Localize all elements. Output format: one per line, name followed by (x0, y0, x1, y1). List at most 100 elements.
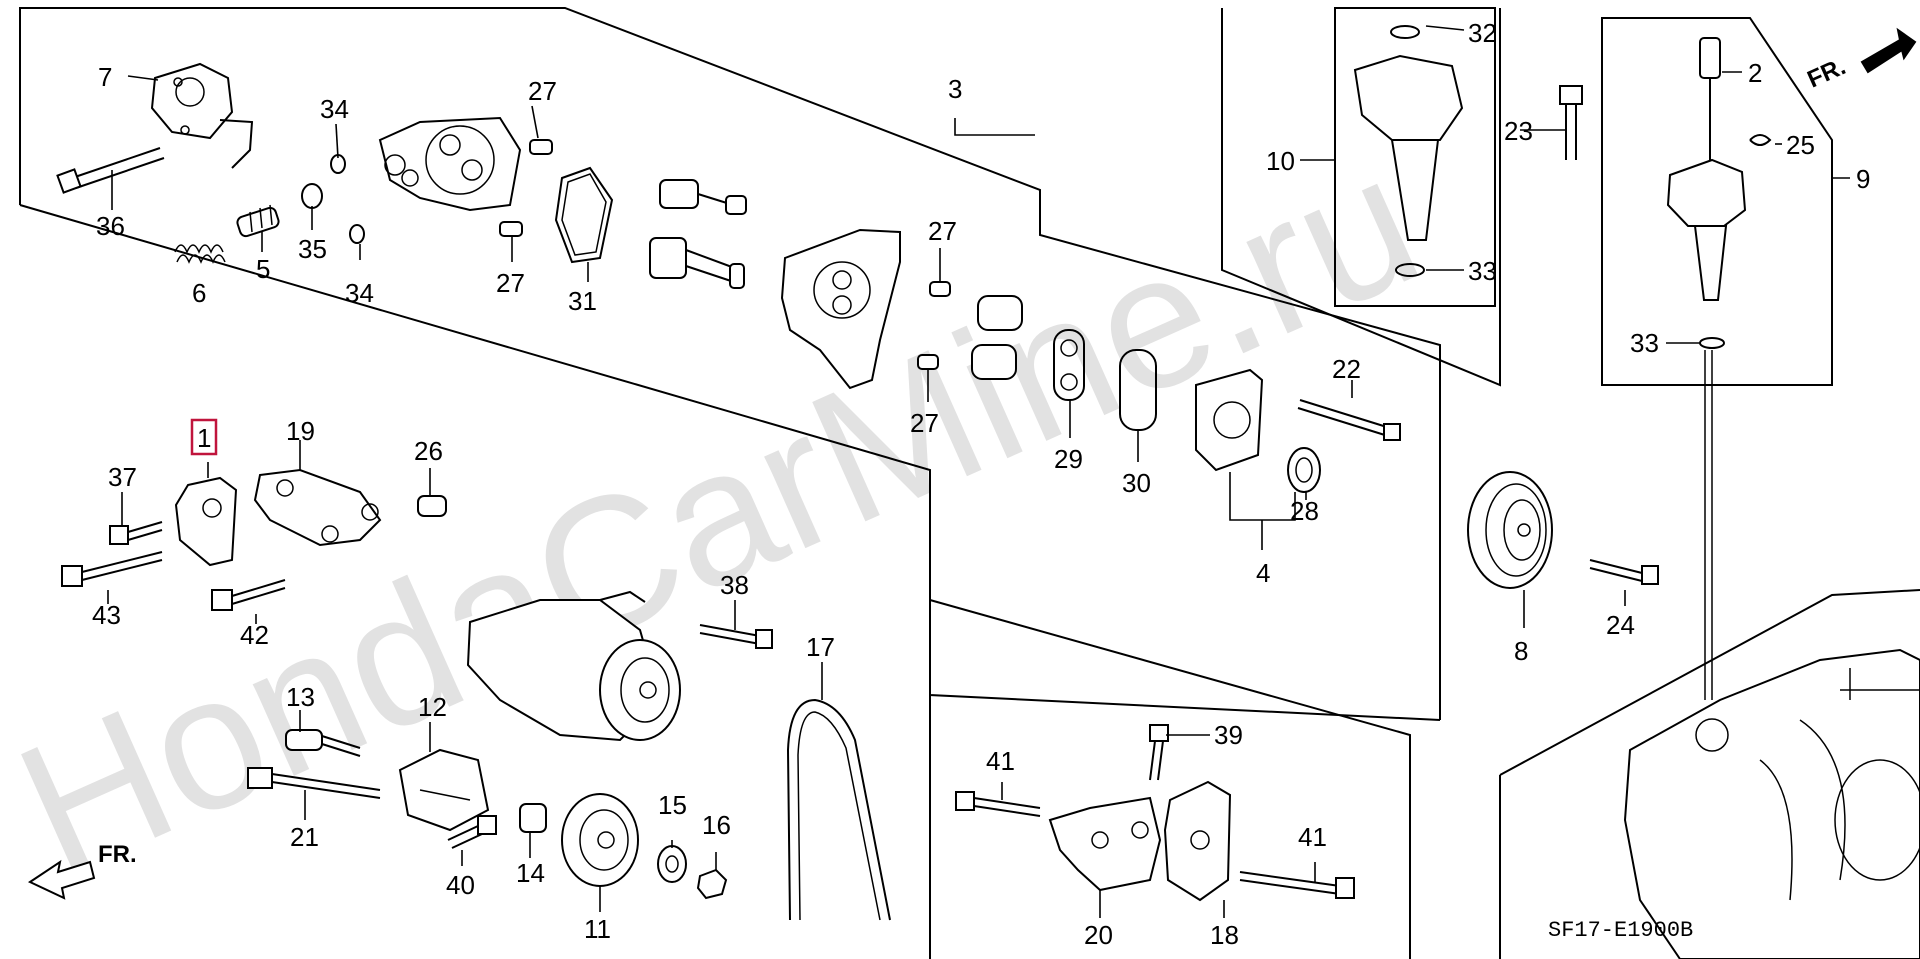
callout-4[interactable]: 4 (1256, 558, 1270, 588)
callout-33-a[interactable]: 33 (1468, 256, 1497, 286)
callout-9[interactable]: 9 (1856, 164, 1870, 194)
pump-assembly (466, 590, 681, 742)
callout-3[interactable]: 3 (948, 74, 962, 104)
pump-lower-border (19, 204, 1441, 721)
callout-27-b[interactable]: 27 (496, 268, 525, 298)
callout-34-lower[interactable]: 34 (345, 278, 374, 308)
part-bushing-upper (977, 295, 1023, 331)
part-14-collar (519, 803, 547, 833)
callout-17[interactable]: 17 (806, 632, 835, 662)
callout-26[interactable]: 26 (414, 436, 443, 466)
fr-arrow-left: FR. (27, 841, 137, 900)
part-43-bolt (61, 551, 163, 587)
part-15-washer (657, 845, 687, 883)
sensor-shaft-line (1704, 350, 1713, 700)
fr-label-right: FR. (1803, 53, 1849, 93)
callout-34-upper[interactable]: 34 (320, 94, 349, 124)
part-27-pin-d (917, 354, 939, 370)
part-5-valve (236, 204, 280, 238)
callout-1-highlight-box (190, 418, 218, 456)
part-27-pin-b (499, 221, 523, 237)
callout-7[interactable]: 7 (98, 62, 112, 92)
part-6-spring (174, 244, 226, 264)
fr-label-left: FR. (98, 841, 137, 868)
callout-8[interactable]: 8 (1514, 636, 1528, 666)
callout-10[interactable]: 10 (1266, 146, 1295, 176)
part-27-pin-a (529, 139, 553, 155)
callout-41-right[interactable]: 41 (1298, 822, 1327, 852)
part-7-pump-cover (150, 62, 254, 169)
callout-24[interactable]: 24 (1606, 610, 1635, 640)
leader-lines (107, 25, 1850, 918)
part-31-gasket (554, 166, 614, 264)
callout-2[interactable]: 2 (1748, 58, 1762, 88)
part-pump-gear-upper (659, 179, 747, 215)
callout-41-left[interactable]: 41 (986, 746, 1015, 776)
part-21-adjust-bolt (247, 767, 381, 799)
callout-19[interactable]: 19 (286, 416, 315, 446)
callout-40[interactable]: 40 (446, 870, 475, 900)
callout-42[interactable]: 42 (240, 620, 269, 650)
callout-11[interactable]: 11 (584, 914, 611, 944)
part-12-tensioner-bracket (398, 748, 490, 832)
part-13-bolt (285, 729, 361, 757)
callout-39[interactable]: 39 (1214, 720, 1243, 750)
part-41-bolt-left (955, 791, 1041, 817)
callout-27-c[interactable]: 27 (928, 216, 957, 246)
sensor-box-left (1221, 8, 1501, 387)
part-34-clip-lower (349, 224, 365, 244)
callout-37[interactable]: 37 (108, 462, 137, 492)
part-40-bolt (447, 815, 497, 849)
callout-36[interactable]: 36 (96, 211, 125, 241)
callout-25[interactable]: 25 (1786, 130, 1815, 160)
part-8-pulley (1467, 471, 1553, 589)
part-37-bolt (109, 521, 163, 545)
part-9-speed-sensor (1666, 37, 1747, 349)
callout-18[interactable]: 18 (1210, 920, 1239, 950)
callout-38[interactable]: 38 (720, 570, 749, 600)
fr-arrow-right: FR. (1803, 27, 1917, 93)
callout-28[interactable]: 28 (1290, 496, 1319, 526)
callout-14[interactable]: 14 (516, 858, 545, 888)
callout-6[interactable]: 6 (192, 278, 206, 308)
part-10-speed-sensor (1353, 25, 1464, 277)
callout-20[interactable]: 20 (1084, 920, 1113, 950)
part-27-pin-c (929, 281, 951, 297)
part-23-bolt (1559, 85, 1583, 160)
part-28-seal (1287, 447, 1321, 493)
part-36-bolt (56, 147, 165, 194)
transmission-box (1499, 589, 1920, 776)
callout-43[interactable]: 43 (92, 600, 121, 630)
part-11-idler-pulley (561, 793, 639, 887)
callout-33-b[interactable]: 33 (1630, 328, 1659, 358)
part-22-bolt (1297, 399, 1401, 441)
callout-30[interactable]: 30 (1122, 468, 1151, 498)
callout-13[interactable]: 13 (286, 682, 315, 712)
part-38-bolt (699, 624, 773, 649)
callout-16[interactable]: 16 (702, 810, 731, 840)
callout-27-d[interactable]: 27 (910, 408, 939, 438)
callout-5[interactable]: 5 (256, 254, 270, 284)
callout-21[interactable]: 21 (290, 822, 319, 852)
callout-32[interactable]: 32 (1468, 18, 1497, 48)
sensor-10-box (1334, 7, 1496, 307)
callout-15[interactable]: 15 (658, 790, 687, 820)
callout-1[interactable]: 1 (197, 423, 211, 453)
callout-22[interactable]: 22 (1332, 354, 1361, 384)
part-20-bracket (1048, 796, 1162, 892)
part-1-bracket (174, 476, 238, 567)
callout-23[interactable]: 23 (1504, 116, 1533, 146)
part-25-clip (1749, 134, 1772, 146)
callout-12[interactable]: 12 (418, 692, 447, 722)
diagram-code: SF17-E1900B (1548, 918, 1693, 943)
part-pump-gear-lower (649, 237, 745, 289)
callout-35[interactable]: 35 (298, 234, 327, 264)
bracket-group-border (929, 599, 1411, 959)
callout-31[interactable]: 31 (568, 286, 597, 316)
part-19-bracket (253, 468, 382, 547)
callout-29[interactable]: 29 (1054, 444, 1083, 474)
part-35-oring (301, 183, 323, 209)
callout-27-a[interactable]: 27 (528, 76, 557, 106)
